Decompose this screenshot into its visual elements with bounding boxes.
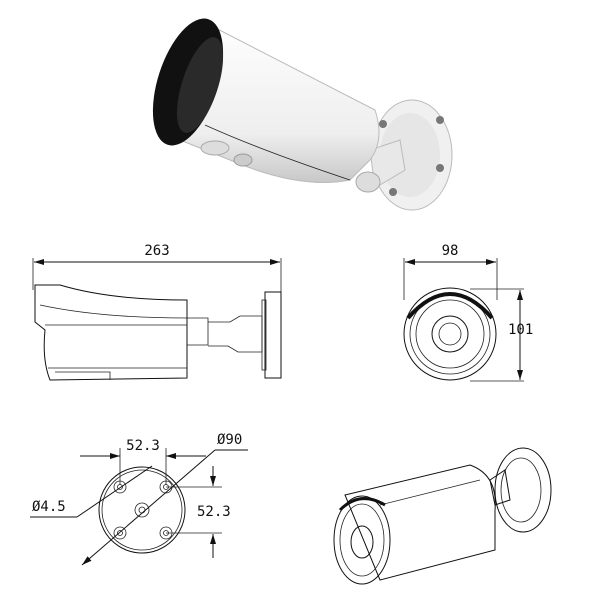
hole-diameter-label: Ø4.5 xyxy=(32,499,66,515)
mount-diameter-label: Ø90 xyxy=(217,432,242,448)
mount-plate-view: 52.3 Ø90 52.3 Ø4.5 xyxy=(30,432,248,566)
width-dimension-label: 98 xyxy=(442,243,459,259)
hole-spacing-horizontal-label: 52.3 xyxy=(126,438,160,454)
wall-mount-render xyxy=(355,99,453,211)
length-dimension-label: 263 xyxy=(144,243,169,259)
height-dimension-label: 101 xyxy=(508,322,533,338)
camera-lineart-bottom xyxy=(333,447,552,585)
front-view: 98 101 xyxy=(403,243,533,382)
camera-body-render xyxy=(152,18,380,183)
camera-render-top xyxy=(152,18,453,211)
hole-spacing-vertical-label: 52.3 xyxy=(197,504,231,520)
side-view: 263 xyxy=(32,243,282,381)
